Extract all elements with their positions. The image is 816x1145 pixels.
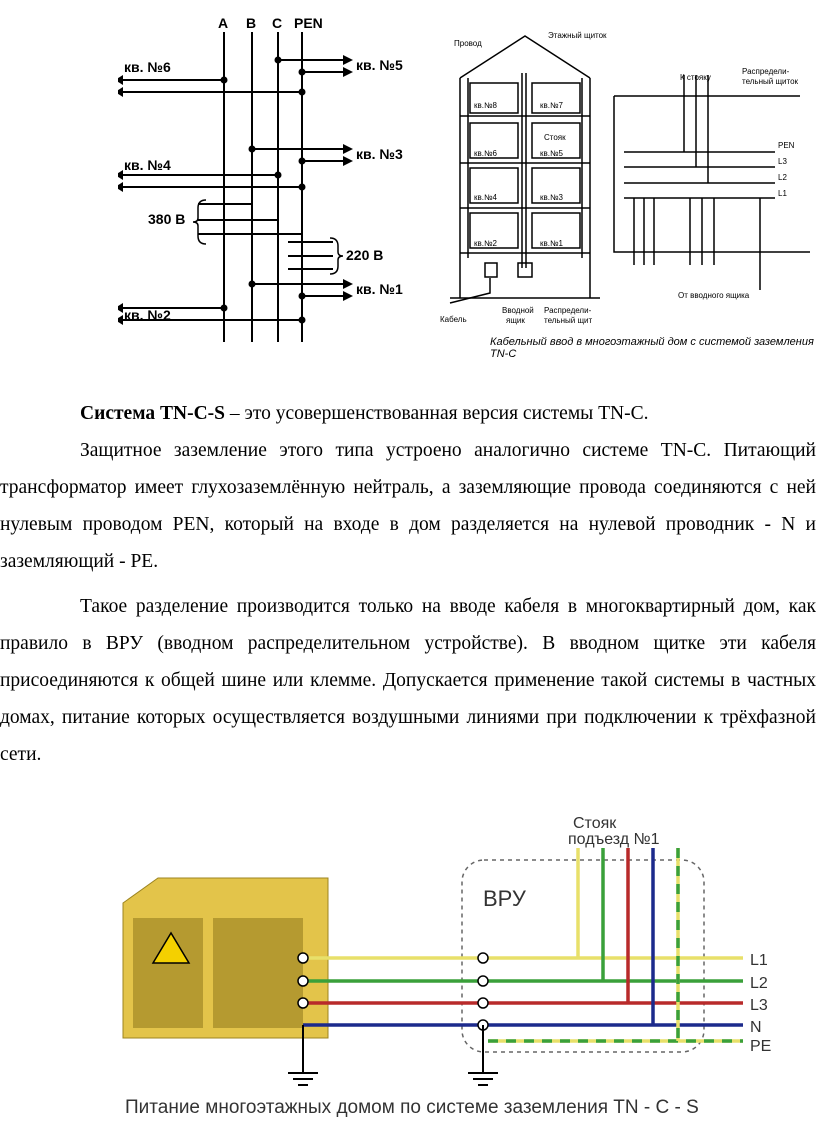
bus-label-pen: PEN	[294, 15, 323, 31]
riser-label: Стояк	[573, 815, 617, 832]
kv3-label: кв. №3	[356, 146, 403, 162]
kv5-label: кв. №5	[356, 57, 403, 73]
wire-label: Провод	[454, 39, 482, 48]
vru-label: ВРУ	[483, 886, 527, 911]
line-label-l3: L3	[750, 997, 768, 1014]
line-label-l1: L1	[750, 952, 768, 969]
from-input-label: От вводного ящика	[678, 291, 750, 300]
line-label-l3: L3	[778, 157, 787, 166]
flat-label: кв.№8	[474, 101, 498, 110]
dist-panel-label: тельный щит	[544, 316, 593, 325]
to-riser-label: К стояку	[680, 73, 711, 82]
line-label-n: N	[750, 1019, 762, 1036]
dist-board-label: Распредели-	[742, 67, 790, 76]
flat-label: кв.№3	[540, 193, 564, 202]
flat-label: кв.№5	[540, 149, 564, 158]
riser-label: подъезд №1	[568, 831, 660, 848]
flat-label: кв.№4	[474, 193, 498, 202]
cable-label: Кабель	[440, 315, 467, 324]
line-label-pen: PEN	[778, 141, 795, 150]
house-cable-entry-diagram: Провод Этажный щиток Стояк кв.№8 кв.№7 к…	[440, 31, 607, 325]
flat-label: кв.№2	[474, 239, 498, 248]
bus-distribution-diagram: A B C PEN кв. №5 кв. №6 кв. №3 кв. №4 38…	[118, 15, 403, 342]
house-diagram-caption: Кабельный ввод в многоэтажный дом с сист…	[490, 336, 814, 360]
transformer	[122, 877, 329, 1039]
bus-label-a: A	[218, 15, 228, 31]
input-box-label: ящик	[506, 316, 525, 325]
title-bold: Система TN-C-S	[80, 403, 225, 424]
bus-label-c: C	[272, 15, 282, 31]
bus-label-b: B	[246, 15, 256, 31]
kv6-label: кв. №6	[124, 59, 171, 75]
kv4-label: кв. №4	[124, 157, 171, 173]
input-box-label: Вводной	[502, 306, 534, 315]
section-title: Система TN-C-S – это усовершенствованная…	[80, 395, 780, 432]
tn-c-s-wiring-diagram: Стояк подъезд №1 ВРУ L1 L2 L3 N PE	[122, 815, 771, 1086]
line-label-l2: L2	[778, 173, 787, 182]
floor-panel-label: Этажный щиток	[548, 31, 607, 40]
flat-label: кв.№1	[540, 239, 564, 248]
wiring-diagram-caption: Питание многоэтажных домом по системе за…	[125, 1097, 699, 1118]
kv2-label: кв. №2	[124, 307, 171, 323]
kv1-label: кв. №1	[356, 281, 403, 297]
dist-board-label: тельный щиток	[742, 77, 799, 86]
paragraph-2: Такое разделение производится только на …	[0, 596, 816, 765]
vru-box	[461, 859, 705, 1053]
line-label-l1: L1	[778, 189, 787, 198]
title-rest: – это усовершенствованная версия системы…	[224, 403, 649, 424]
line-label-pe: PE	[750, 1038, 771, 1055]
flat-label: кв.№6	[474, 149, 498, 158]
riser-label: Стояк	[544, 133, 566, 142]
distribution-board-diagram: К стояку Распредели- тельный щиток PEN L…	[613, 67, 810, 300]
dist-panel-label: Распредели-	[544, 306, 592, 315]
v220-label: 220 В	[346, 247, 383, 263]
flat-label: кв.№7	[540, 101, 564, 110]
v380-label: 380 В	[148, 211, 185, 227]
paragraph-1: Защитное заземление этого типа устроено …	[0, 440, 816, 572]
line-label-l2: L2	[750, 975, 768, 992]
